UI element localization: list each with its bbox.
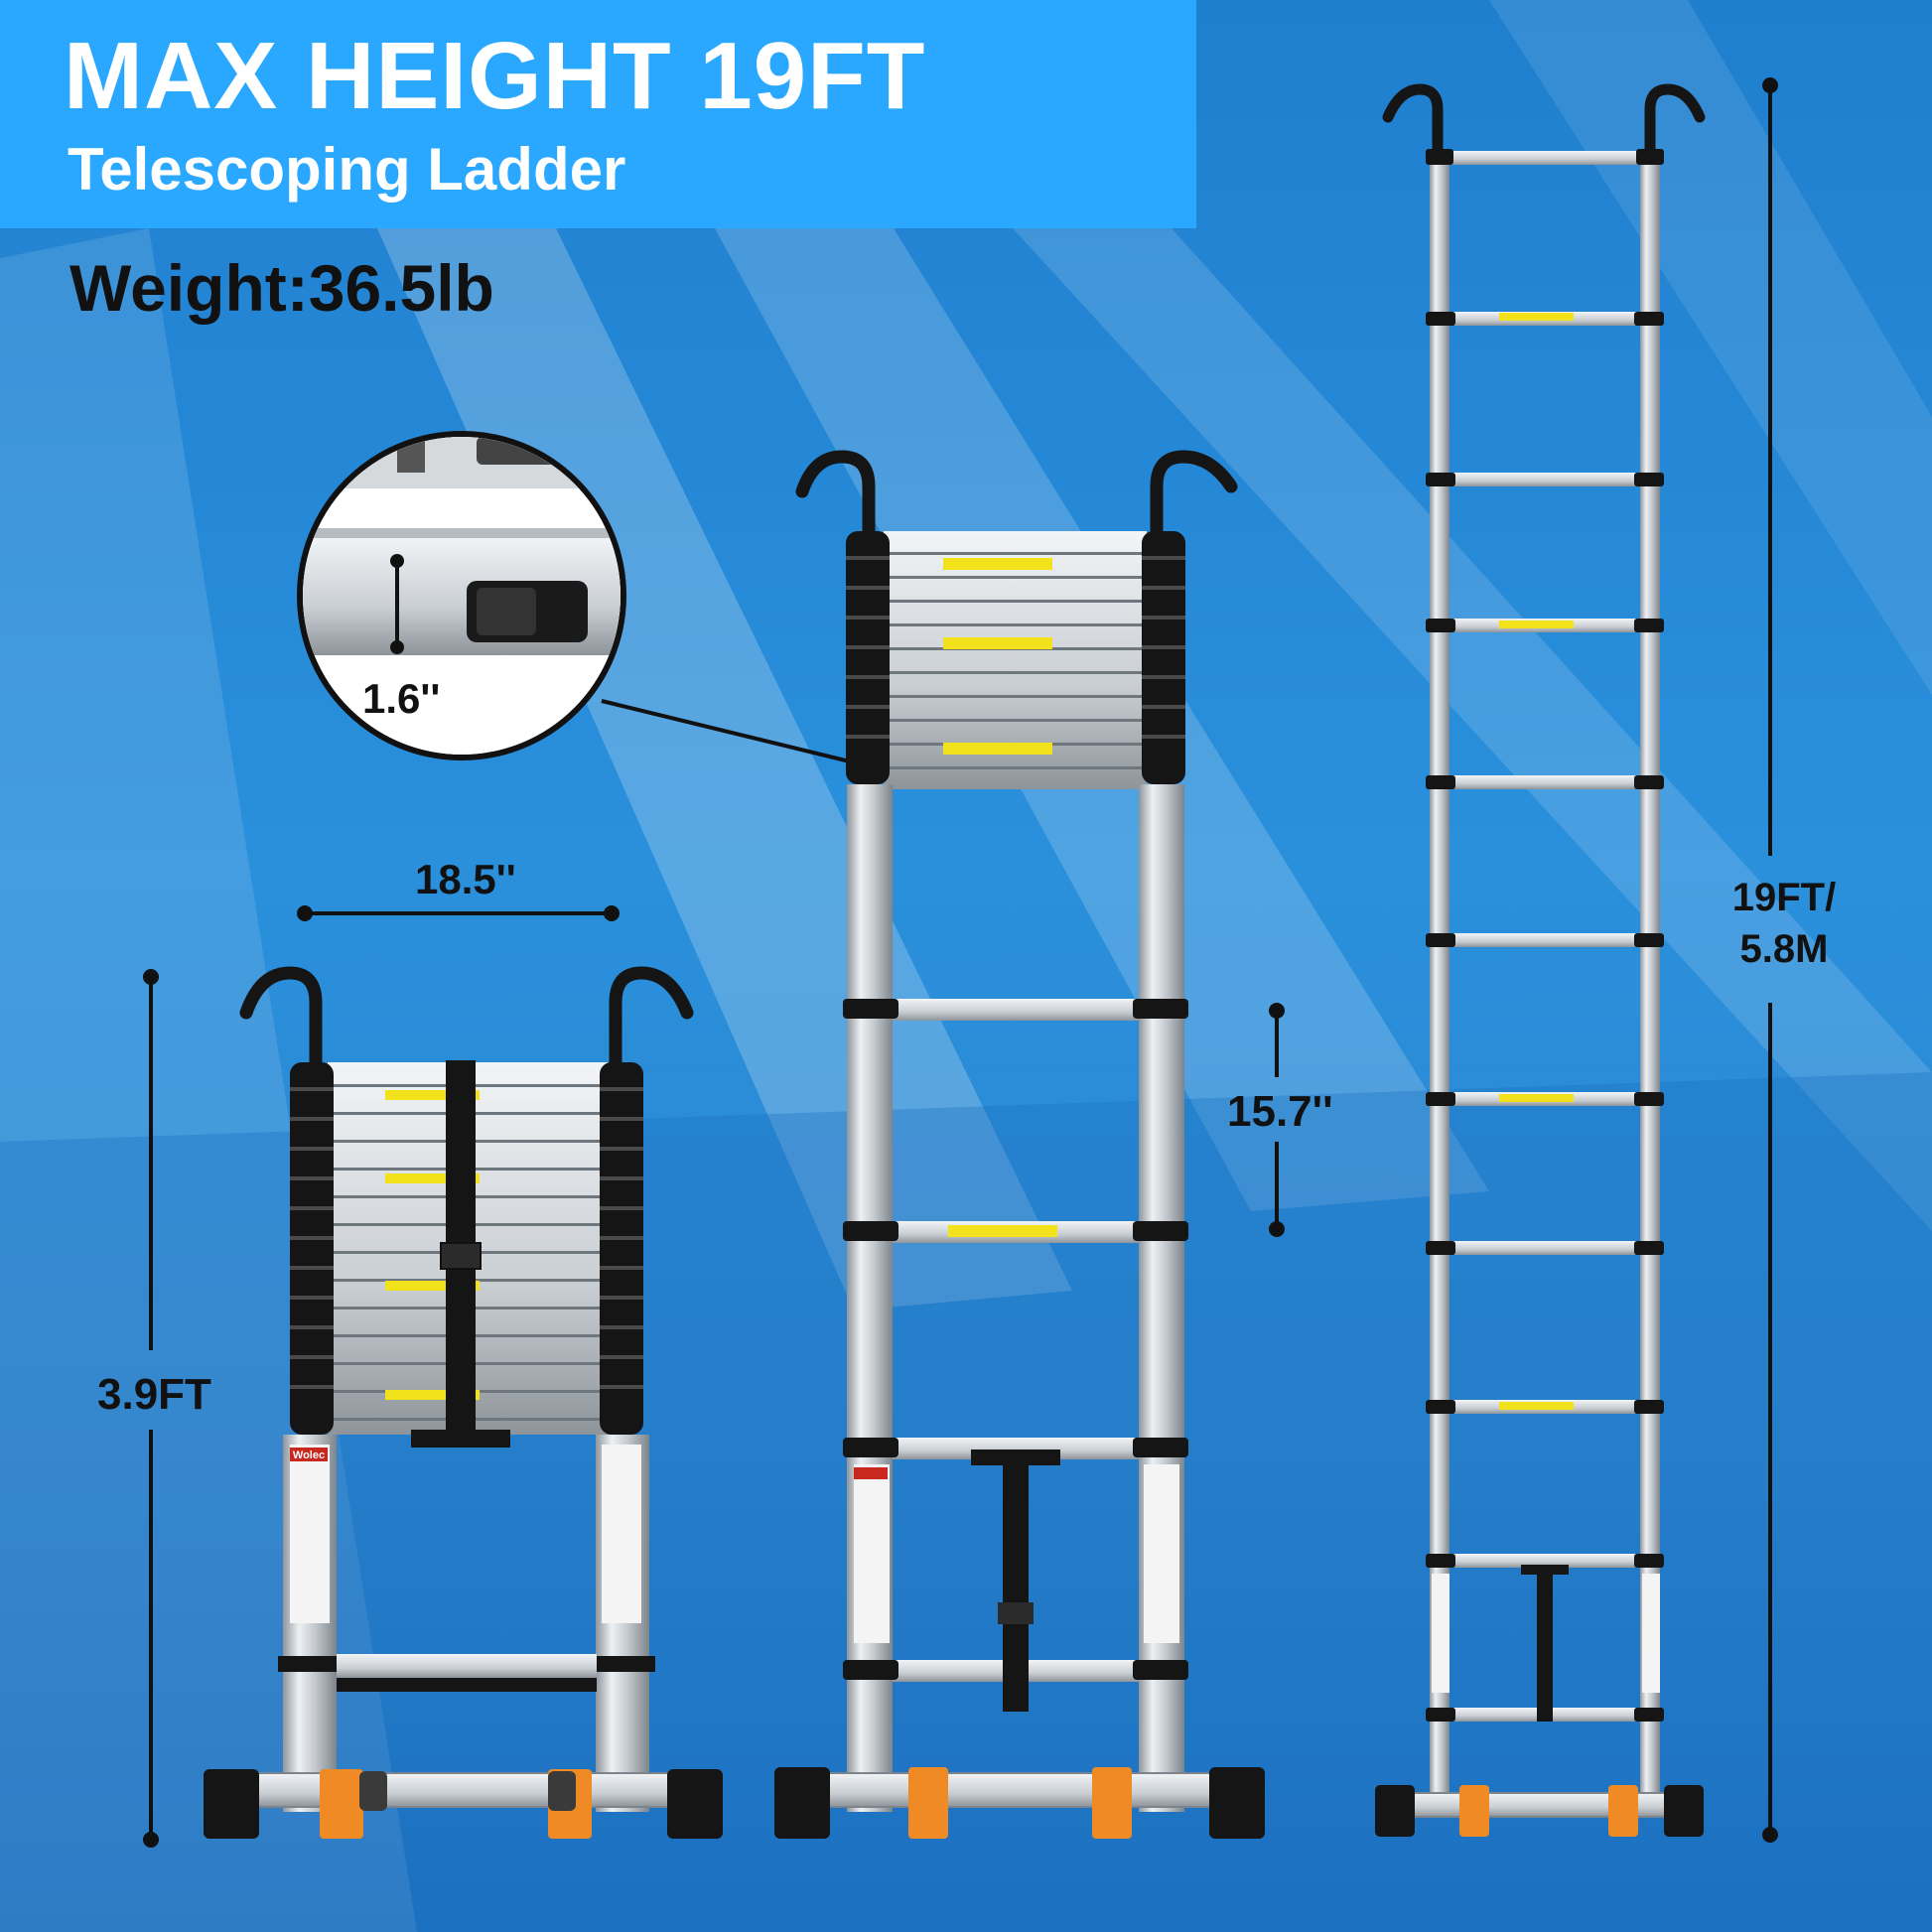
max-height-meters: 5.8M xyxy=(1739,927,1829,971)
ladder-partial xyxy=(774,450,1265,1839)
lock-magnifier xyxy=(297,431,855,764)
rung-spacing-label: 15.7'' xyxy=(1227,1087,1333,1136)
banner-title: MAX HEIGHT 19FT xyxy=(64,23,926,129)
dimension-closed-height xyxy=(143,969,159,1848)
max-height-label: 19FT/ 5.8M xyxy=(1720,872,1849,975)
ladder-extended xyxy=(1375,83,1706,1837)
weight-label: Weight:36.5lb xyxy=(69,251,494,325)
lock-size-label: 1.6'' xyxy=(362,675,441,722)
ladder-collapsed: Wolec xyxy=(204,966,723,1839)
brand-label: Wolec xyxy=(293,1449,325,1461)
dimension-width xyxy=(297,905,620,921)
header-banner: MAX HEIGHT 19FT Telescoping Ladder xyxy=(0,0,1196,228)
closed-height-label: 3.9FT xyxy=(97,1370,211,1419)
dimension-rung-spacing xyxy=(1269,1003,1285,1237)
banner-subtitle: Telescoping Ladder xyxy=(68,136,626,203)
dimension-max-height xyxy=(1762,77,1778,1843)
max-height-feet: 19FT/ xyxy=(1731,876,1837,919)
width-dimension-label: 18.5'' xyxy=(415,856,516,902)
